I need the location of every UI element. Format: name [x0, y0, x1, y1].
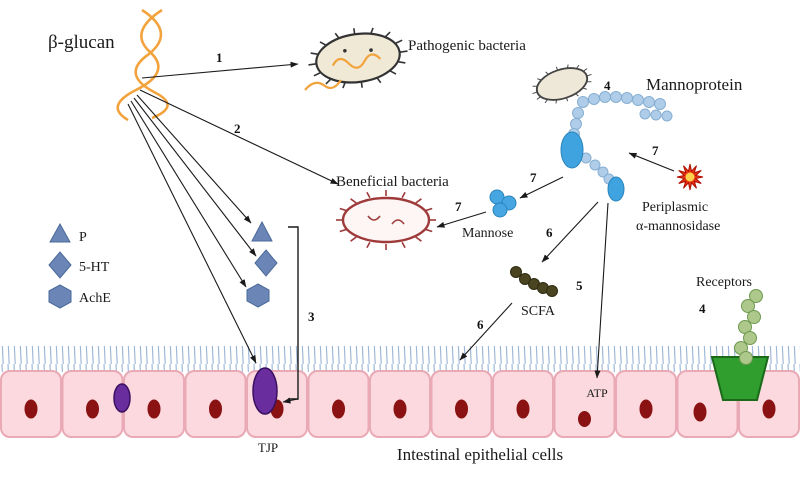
receptor-chain: [734, 289, 763, 365]
arrow-to-5ht: [133, 97, 257, 257]
beta-glucan-label: β-glucan: [48, 32, 115, 53]
cell-nucleus: [393, 399, 407, 419]
tight-junction-protein-large: [252, 367, 278, 415]
intestinal-epithelial-cells-label: Intestinal epithelial cells: [397, 445, 563, 464]
serotonin-diamond-icon: [254, 249, 278, 277]
arrow-to-ache: [130, 100, 247, 288]
cilia-brush-border: [0, 346, 800, 372]
number-2: 2: [234, 121, 241, 136]
cell-nucleus: [86, 399, 99, 419]
pathogenic-bacteria: Pathogenic bacteria: [303, 20, 526, 96]
enzyme-core: [685, 172, 695, 182]
mannose-cluster: Mannose: [462, 189, 517, 241]
cell-nucleus: [762, 399, 776, 419]
number-7-mannose: 7: [530, 170, 537, 185]
cell-nucleus: [639, 399, 653, 419]
arrow-7-mannose-to-beneficial: [436, 211, 487, 228]
number-4-bacteria: 4: [604, 78, 611, 93]
cell-nucleus: [578, 411, 591, 427]
arrow-7-to-mannose: [519, 176, 564, 199]
mannose-label: Mannose: [462, 226, 513, 241]
legend: P 5-HT AchE: [48, 222, 111, 309]
p-triangle-icon: [251, 220, 273, 242]
beneficial-bacteria-label: Beneficial bacteria: [336, 174, 449, 190]
cell-nucleus: [24, 399, 38, 419]
arrow-2-to-beneficial: [139, 89, 339, 185]
scfa-label: SCFA: [521, 304, 556, 319]
epithelial-cell: [553, 370, 616, 438]
hexagon-ache-icon: [48, 284, 72, 309]
cell-nucleus: [147, 399, 161, 419]
scfa-cluster: SCFA: [510, 266, 558, 319]
legend-p-label: P: [79, 230, 87, 245]
receptor-body-icon: [710, 356, 770, 401]
periplasmic-mannosidase: Periplasmic α-mannosidase: [636, 163, 720, 234]
beneficial-bacteria: Beneficial bacteria: [335, 174, 449, 251]
arrow-7-enzyme-to-chain: [628, 152, 675, 172]
number-6-cells: 6: [477, 317, 484, 332]
periplasmic-label-line1: Periplasmic: [642, 200, 708, 215]
arrow-6-scfa-to-cells: [459, 302, 513, 361]
bracket-arrow-to-tjp: [282, 397, 299, 404]
periplasmic-label-line2: α-mannosidase: [636, 219, 720, 234]
pathogenic-bacteria-label: Pathogenic bacteria: [408, 38, 526, 54]
arrow-to-p: [136, 94, 252, 224]
cell-nucleus: [693, 402, 707, 422]
beta-glucan-molecule: [116, 8, 169, 122]
receptors-label: Receptors: [696, 275, 752, 290]
mannoprotein-oval-small: [607, 176, 625, 202]
cell-nucleus: [455, 399, 468, 419]
diamond-5ht-icon: [48, 251, 72, 279]
arrow-5-to-atp: [594, 202, 609, 379]
cell-nucleus: [209, 399, 222, 419]
legend-ache-label: AchE: [79, 291, 111, 306]
arrow-6-to-scfa: [541, 201, 599, 263]
released-mediators: 3: [246, 220, 315, 404]
arrow-to-tjp: [127, 103, 257, 364]
number-4-receptor: 4: [699, 301, 706, 316]
arrow-1-to-pathogenic: [141, 61, 299, 79]
receptor-complex: Receptors 4: [696, 275, 770, 401]
mannoprotein-arrows: 7 7 7 6 6 5: [436, 143, 675, 379]
legend-5ht-label: 5-HT: [79, 260, 110, 275]
intestinal-epithelium: ATP TJP Intestinal epithelial cells: [0, 346, 800, 464]
number-1: 1: [216, 50, 223, 65]
pathogen-flagellum: [331, 53, 382, 69]
pathogen-tail: [304, 79, 342, 91]
mannoprotein-chain: [568, 91, 673, 185]
bracket-3: [288, 226, 299, 400]
number-5: 5: [576, 278, 583, 293]
beta-glucan-arrows: 1 2: [127, 50, 339, 364]
cell-nucleus: [516, 399, 530, 419]
tight-junction-protein-small: [113, 383, 131, 413]
number-6-scfa: 6: [546, 225, 553, 240]
atp-label: ATP: [586, 386, 608, 400]
number-3: 3: [308, 309, 315, 324]
mannoprotein-oval-large: [560, 131, 584, 169]
ache-hexagon-icon: [246, 283, 270, 308]
number-7-beneficial: 7: [455, 199, 462, 214]
mannoprotein-label: Mannoprotein: [646, 75, 743, 94]
mannoprotein-complex: 4 Mannoprotein: [526, 56, 743, 202]
triangle-p-icon: [49, 222, 71, 243]
tjp-label: TJP: [258, 440, 278, 455]
number-7-enzyme: 7: [652, 143, 659, 158]
cell-nucleus: [332, 399, 345, 419]
